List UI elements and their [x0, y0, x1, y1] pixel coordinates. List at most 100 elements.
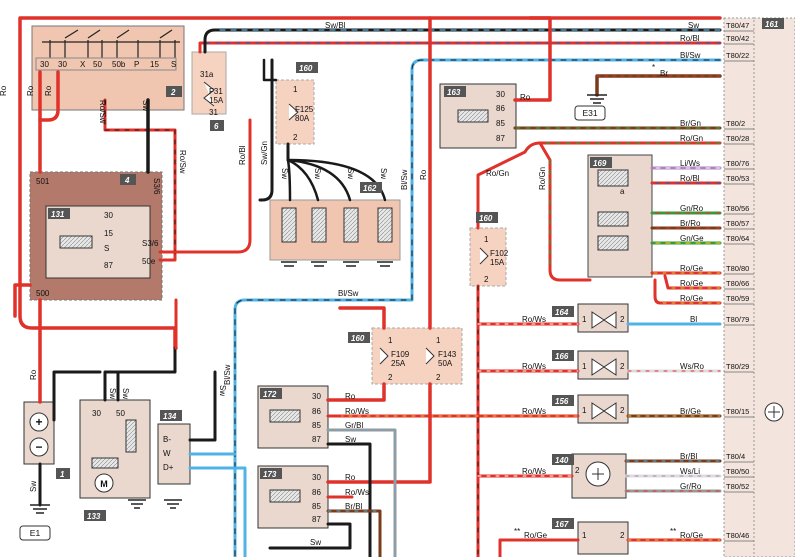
battery-minus-icon — [29, 437, 49, 457]
wl-bl-sw-mid: Bl/Sw — [338, 289, 359, 298]
fuse-holder-f31 — [191, 51, 227, 115]
wl-ws-ro-166: Ws/Ro — [680, 362, 705, 371]
wl-ro-173: Ro — [345, 473, 356, 482]
wire-heater-4 — [286, 158, 387, 202]
valve-icon-156 — [591, 402, 617, 420]
v156-2: 2 — [620, 406, 625, 415]
fuse-f125-name: F125 — [295, 105, 314, 114]
wire-ro-f143-out — [326, 382, 432, 484]
wl-ro-bl-169: Ro/Bl — [680, 174, 700, 183]
connector-pin-label: T80/4 — [726, 452, 745, 461]
coil-172 — [269, 409, 301, 423]
connector-pin-label: T80/47 — [726, 21, 749, 30]
v166-1: 1 — [582, 362, 587, 371]
wl-ro-ws-172: Ro/Ws — [345, 407, 369, 416]
wire-heater-1 — [286, 158, 292, 202]
valve-166 — [577, 350, 629, 380]
wl-sw-h1: Sw — [280, 168, 289, 179]
label-e1: E1 — [30, 528, 41, 538]
f125-pin2: 2 — [293, 133, 298, 142]
r173-87: 87 — [312, 515, 321, 524]
v166-2: 2 — [620, 362, 625, 371]
wire-starter-e1-batt — [52, 370, 102, 422]
wl-gn-ge: Gn/Ge — [680, 234, 704, 243]
connector-pin-label: T80/42 — [726, 34, 749, 43]
label-c2: 2 — [170, 88, 176, 97]
svg-text:−: − — [35, 440, 42, 454]
r163-85: 85 — [496, 119, 505, 128]
connector-pin-label: T80/46 — [726, 531, 749, 540]
wl-ro-ge-46: Ro/Ge — [680, 531, 704, 540]
wl-sw: Sw — [688, 21, 699, 30]
wire-ro-main-loop — [18, 16, 722, 350]
alternator-134 — [157, 423, 191, 485]
r131-s: S — [104, 244, 109, 253]
label-c162: 162 — [363, 184, 377, 193]
pin-s36-a: S3/6 — [142, 239, 159, 248]
r131-15: 15 — [104, 229, 113, 238]
ground-starter — [128, 499, 146, 509]
fuse-f143-icon — [425, 347, 435, 365]
f109-pin1: 1 — [388, 336, 393, 345]
v164-1: 1 — [582, 315, 587, 324]
fuse-f31-out: 31 — [209, 108, 218, 117]
wire-ro-ge-66 — [663, 274, 722, 290]
pin-501: 501 — [36, 177, 50, 186]
switch-pin-30b: 30 — [58, 60, 67, 69]
wl-sw-bl: Sw/Bl — [325, 21, 346, 30]
label-c160b: 160 — [479, 214, 493, 223]
mark-dstar-a: ** — [514, 527, 520, 536]
wire-ro-ge-167 — [498, 538, 580, 557]
connector-pin-label: T80/79 — [726, 315, 749, 324]
label-c6: 6 — [214, 122, 219, 131]
wire-ro-ge-59 — [653, 278, 722, 305]
f143-pin2: 2 — [436, 373, 441, 382]
battery-plus-icon — [29, 412, 49, 432]
r163-30: 30 — [496, 90, 505, 99]
valve-icon-164 — [591, 311, 617, 329]
wl-sw-vert: Sw — [141, 100, 150, 111]
heater-element-4 — [377, 207, 393, 243]
label-c166: 166 — [555, 352, 569, 361]
switch-pin-15: 15 — [150, 60, 159, 69]
label-c140: 140 — [555, 456, 569, 465]
wl-ro-ge-167: Ro/Ge — [524, 531, 548, 540]
heater-element-3 — [343, 207, 359, 243]
alt-d-plus: D+ — [163, 463, 174, 472]
fuse-f31-name: F31 — [209, 87, 223, 96]
ground-e1 — [30, 504, 50, 514]
wl-ro-172: Ro — [345, 392, 356, 401]
r172-86: 86 — [312, 407, 321, 416]
fuse-f143-amp: 50A — [438, 359, 453, 368]
fuse-f109-amp: 25A — [391, 359, 406, 368]
wire-sw-bl — [203, 28, 722, 54]
wl-br: Br — [660, 69, 668, 78]
label-c160c: 160 — [351, 334, 365, 343]
coil-133 — [91, 457, 119, 469]
wl-ro-vert: Ro — [419, 169, 428, 180]
fuse-f102-icon — [479, 247, 489, 265]
mark-star: * — [652, 63, 655, 72]
connector-pin-label: T80/66 — [726, 279, 749, 288]
wl-ro-ws-140: Ro/Ws — [522, 467, 546, 476]
wire-sw-alternator — [188, 370, 217, 442]
f102-pin1: 1 — [484, 235, 489, 244]
fuse-f109-name: F109 — [391, 350, 410, 359]
alt-b-minus: B- — [163, 435, 171, 444]
switch-pin-50: 50 — [93, 60, 102, 69]
ground-heater-4 — [377, 261, 393, 267]
label-c172: 172 — [263, 390, 277, 399]
wire-ro-163 — [513, 16, 552, 102]
wl-bl-164: Bl — [690, 315, 697, 324]
label-c164: 164 — [555, 308, 569, 317]
fuse-f31-amp: 15A — [209, 96, 224, 105]
wl-sw-gnd: Sw — [29, 481, 38, 492]
connector-pin-label: T80/53 — [726, 174, 749, 183]
fuse-f109-icon — [379, 347, 389, 365]
wl-ro-sw-30b: Ro — [44, 85, 53, 96]
wire-d-alternator — [188, 466, 247, 557]
wl-ro-bl-vert: Ro/Bl — [238, 145, 247, 165]
r172-85: 85 — [312, 421, 321, 430]
connector-pin-label: T80/56 — [726, 204, 749, 213]
